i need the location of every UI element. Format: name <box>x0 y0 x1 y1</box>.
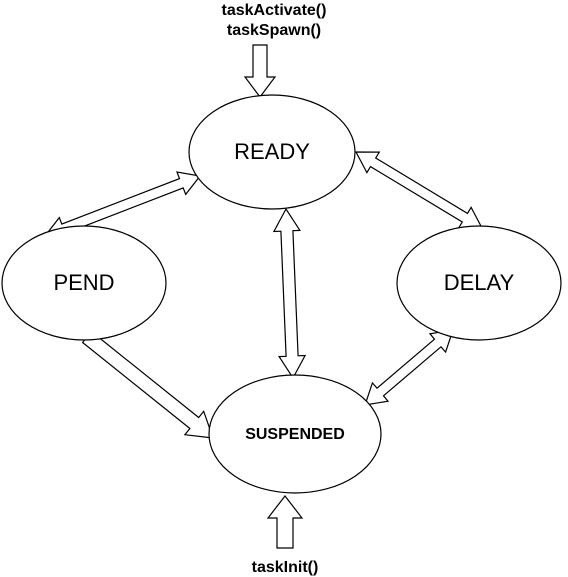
state-suspended-ellipse <box>208 374 382 494</box>
state-pend-ellipse <box>1 225 167 341</box>
state-delay-label: DELAY <box>444 270 515 295</box>
state-pend-label: PEND <box>53 270 114 295</box>
state-pend: PEND <box>1 225 167 341</box>
state-ready: READY <box>188 94 356 210</box>
entry-call-task-activate: taskActivate() <box>222 2 327 19</box>
arrow-pend-suspended <box>81 330 214 439</box>
transition-arrows <box>43 44 483 549</box>
state-delay-ellipse <box>396 225 562 341</box>
entry-call-task-spawn: taskSpawn() <box>227 22 321 39</box>
arrow-entry-ready <box>243 44 277 98</box>
arrow-ready-suspended <box>272 207 307 380</box>
arrow-entry-suspended <box>266 495 304 549</box>
state-delay: DELAY <box>396 225 562 341</box>
state-suspended-label: SUSPENDED <box>245 426 345 443</box>
arrow-delay-suspended <box>364 329 454 406</box>
state-suspended: SUSPENDED <box>208 374 382 494</box>
state-ready-ellipse <box>188 94 356 210</box>
entry-call-task-init: taskInit() <box>252 559 319 576</box>
state-ready-label: READY <box>234 139 310 164</box>
arrow-ready-delay <box>355 151 483 229</box>
